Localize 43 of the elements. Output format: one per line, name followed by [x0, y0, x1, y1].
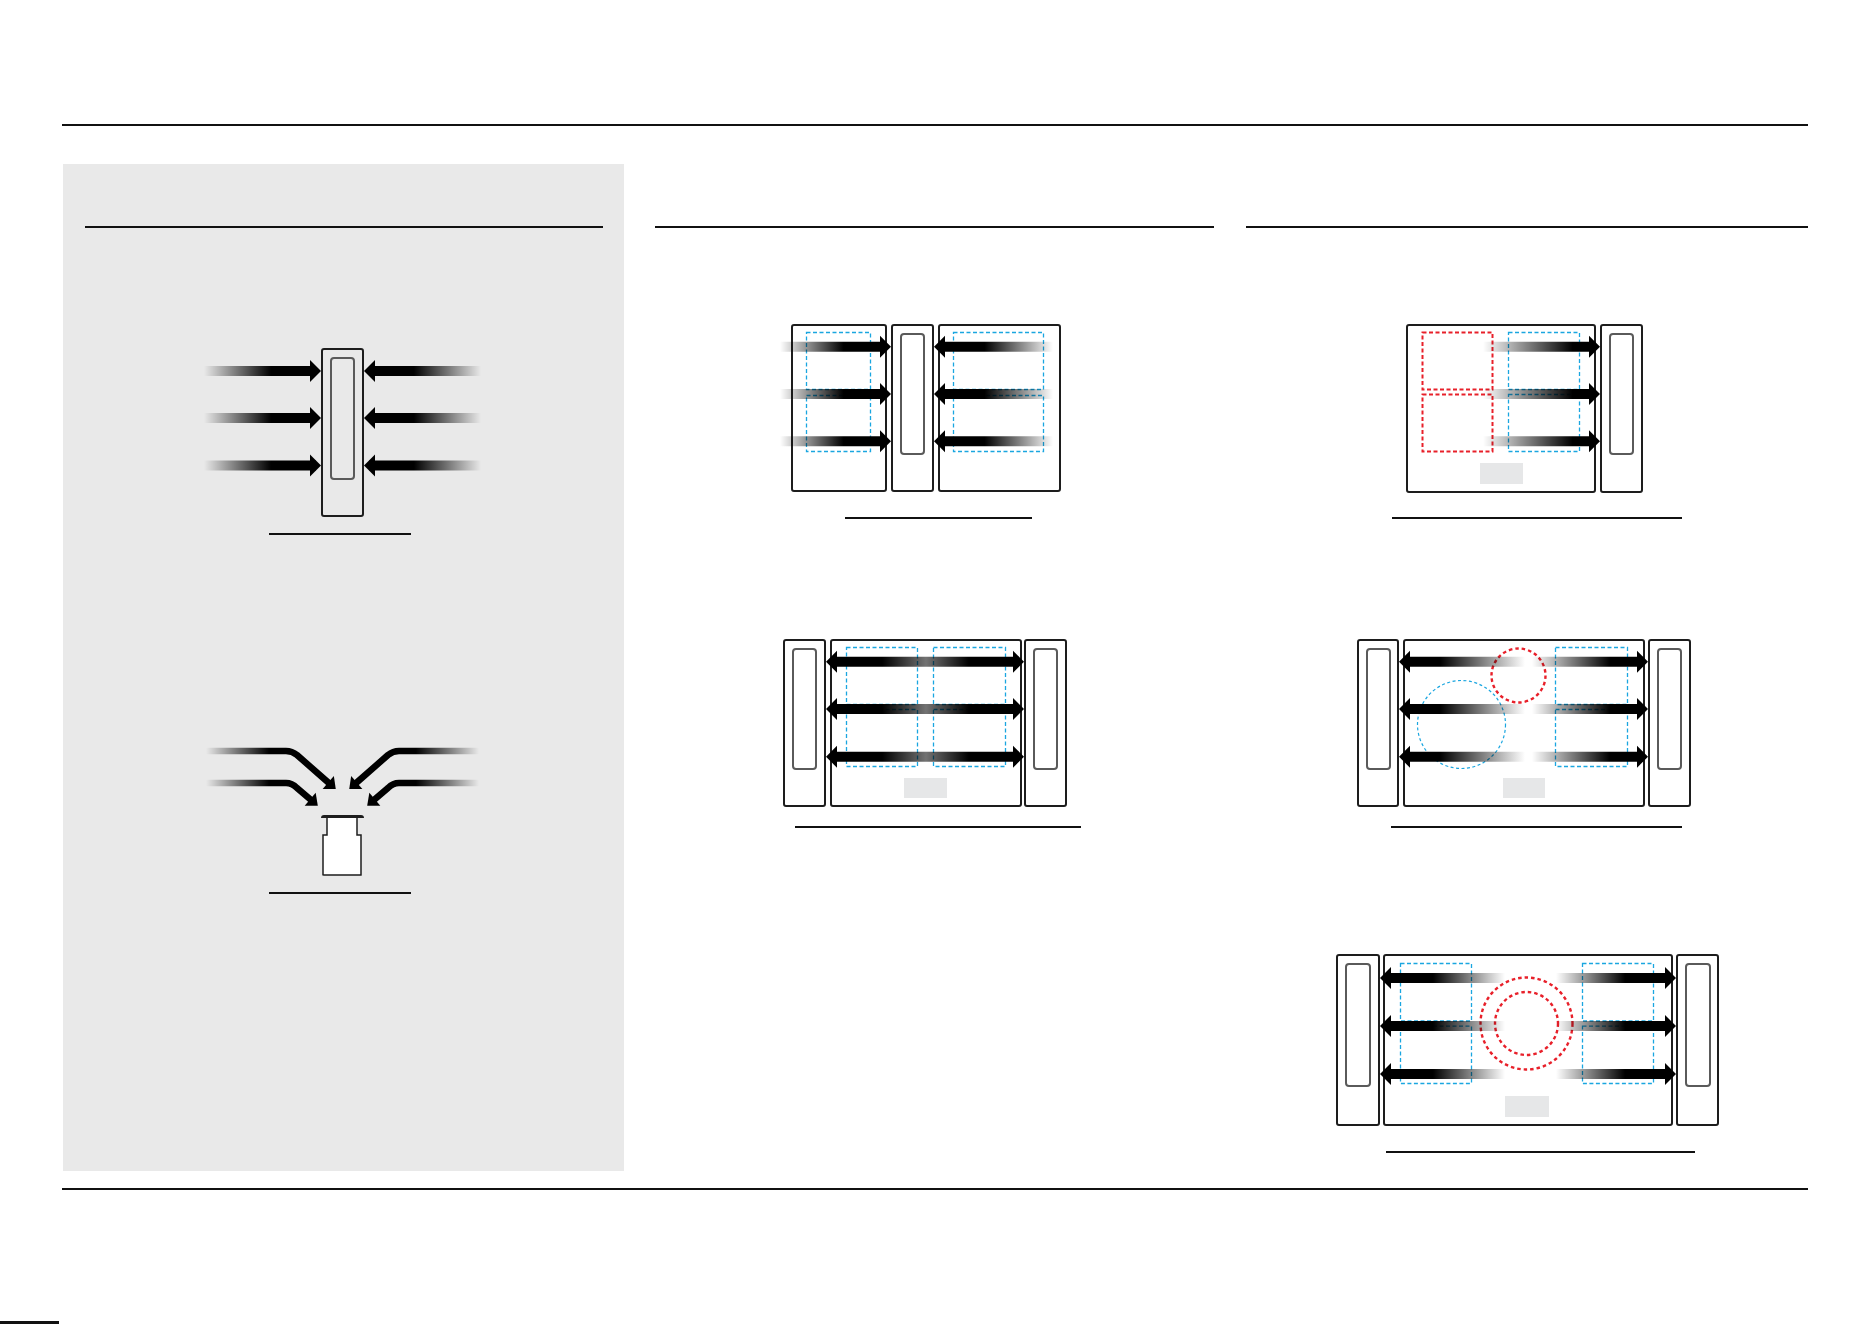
arrow [204, 360, 321, 382]
column-unit [783, 639, 826, 807]
arrow [826, 745, 926, 768]
arrow [204, 454, 321, 477]
arrow [1532, 698, 1648, 720]
arrow [780, 335, 891, 358]
appliance-unit [321, 815, 364, 876]
column-unit [1648, 639, 1691, 807]
arrow [1532, 745, 1648, 768]
arrow [1483, 335, 1600, 358]
arrow [1399, 745, 1525, 768]
arrow [826, 650, 926, 673]
arrow [1399, 698, 1525, 720]
arrow [1483, 383, 1600, 405]
arrow [926, 745, 1024, 768]
arrow [1556, 1015, 1676, 1037]
arrow [364, 454, 481, 477]
arrow [364, 360, 481, 382]
column-unit [1336, 954, 1380, 1126]
column-unit [1357, 639, 1399, 807]
arrow [826, 698, 926, 720]
arrow [934, 335, 1053, 358]
arrow [1483, 430, 1600, 453]
arrow [204, 407, 321, 429]
column-unit [1600, 324, 1643, 493]
arrow [1380, 967, 1505, 989]
column-unit [1024, 639, 1067, 807]
column-unit [891, 324, 934, 492]
arrow [1380, 1063, 1505, 1085]
column-unit [321, 348, 364, 517]
arrow [934, 430, 1053, 453]
arrow [926, 698, 1024, 720]
arrow [1399, 650, 1525, 673]
arrow [934, 383, 1053, 405]
arrow [780, 430, 891, 453]
arrow [780, 383, 891, 405]
arrow [926, 650, 1024, 673]
arrow [364, 407, 481, 429]
arrow [1532, 650, 1648, 673]
column-unit [1676, 954, 1719, 1126]
arrow [1556, 967, 1676, 989]
arrow [1380, 1015, 1505, 1037]
arrow [1556, 1063, 1676, 1085]
